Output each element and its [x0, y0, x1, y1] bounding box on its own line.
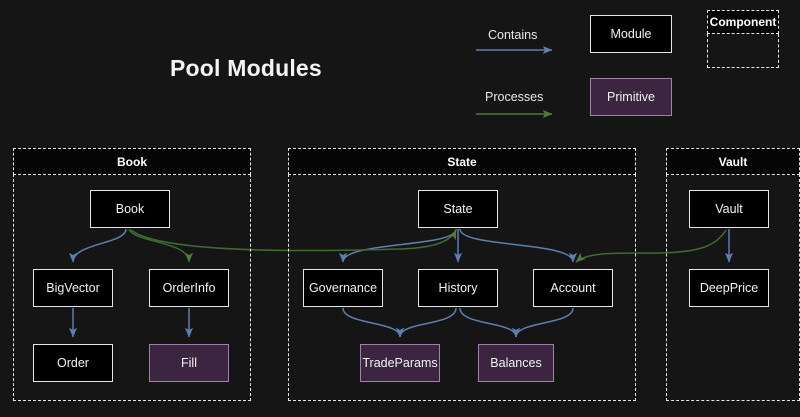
legend-processes-label: Processes	[485, 90, 544, 104]
legend-node-module: Module	[590, 15, 672, 53]
node-orderinfo[interactable]: OrderInfo	[149, 269, 229, 307]
node-vault[interactable]: Vault	[689, 190, 769, 228]
node-balances[interactable]: Balances	[478, 344, 554, 382]
cluster-label-book: Book	[117, 154, 147, 169]
node-order[interactable]: Order	[33, 344, 113, 382]
node-label-history: History	[438, 281, 478, 295]
node-state[interactable]: State	[418, 190, 498, 228]
edge-book-to-state	[130, 229, 457, 252]
node-label-orderinfo: OrderInfo	[162, 281, 216, 295]
edge-book-to-bigvector	[68, 228, 127, 263]
node-bigvector[interactable]: BigVector	[33, 269, 113, 307]
edge-governance-to-tradeparams	[342, 307, 405, 338]
node-history[interactable]: History	[418, 269, 498, 307]
legend-contains-label: Contains	[488, 28, 538, 42]
legend-arrows	[476, 45, 553, 119]
node-label-order: Order	[57, 356, 89, 370]
node-tradeparams[interactable]: TradeParams	[360, 344, 440, 382]
edge-vault-to-account	[575, 229, 727, 263]
cluster-label-vault: Vault	[718, 154, 748, 169]
node-label-governance: Governance	[308, 281, 378, 295]
node-fill[interactable]: Fill	[149, 344, 229, 382]
legend-node-label-primitive: Primitive	[607, 90, 655, 104]
edge-state-to-governance	[339, 228, 457, 263]
cluster-title-state: State	[288, 148, 636, 175]
edge-state-to-account	[459, 228, 577, 263]
edge-history-to-tradeparams	[395, 307, 457, 338]
node-label-fill: Fill	[181, 356, 197, 370]
node-deepprice[interactable]: DeepPrice	[689, 269, 769, 307]
node-label-balances: Balances	[490, 356, 542, 370]
node-label-state: State	[443, 202, 473, 216]
legend-component-body	[707, 34, 779, 68]
cluster-label-state: State	[447, 154, 477, 169]
node-account[interactable]: Account	[533, 269, 613, 307]
node-governance[interactable]: Governance	[303, 269, 383, 307]
node-label-book: Book	[115, 202, 145, 216]
legend-node-label-module: Module	[610, 27, 652, 41]
node-label-vault: Vault	[715, 202, 743, 216]
page-title: Pool Modules	[170, 55, 322, 81]
node-label-bigvector: BigVector	[46, 281, 100, 295]
node-label-tradeparams: TradeParams	[362, 356, 438, 370]
legend-component-label: Component	[709, 15, 777, 29]
edge-history-to-balances	[459, 307, 521, 338]
edges-processes	[128, 228, 727, 263]
cluster-title-vault: Vault	[666, 148, 800, 175]
node-label-deepprice: DeepPrice	[699, 281, 759, 295]
legend-component-title: Component	[707, 10, 779, 34]
legend-node-primitive: Primitive	[590, 78, 672, 116]
node-book[interactable]: Book	[90, 190, 170, 228]
cluster-title-book: Book	[13, 148, 251, 175]
edge-account-to-balances	[511, 307, 574, 338]
edge-book-to-orderinfo	[128, 228, 194, 263]
node-label-account: Account	[550, 281, 596, 295]
